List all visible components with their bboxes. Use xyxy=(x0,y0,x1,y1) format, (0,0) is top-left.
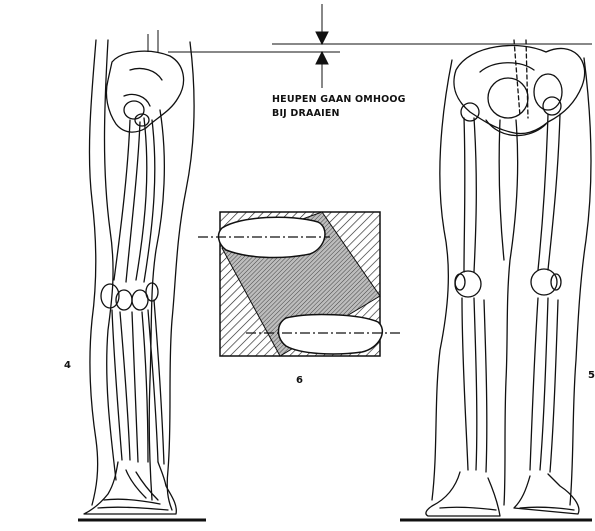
annotation-line-2: BIJ DRAAIEN xyxy=(272,107,340,121)
left-leg-figure xyxy=(84,40,194,514)
hip-rise-annotation: HEUPEN GAAN OMHOOG BIJ DRAAIEN xyxy=(272,93,402,123)
figure-number-left: 4 xyxy=(64,360,71,371)
right-leg-figure xyxy=(426,40,591,516)
cross-section-inset xyxy=(198,212,402,356)
figure-number-right: 5 xyxy=(588,370,595,381)
figure-number-center: 6 xyxy=(296,375,303,386)
annotation-line-1: HEUPEN GAAN OMHOOG xyxy=(272,93,406,107)
